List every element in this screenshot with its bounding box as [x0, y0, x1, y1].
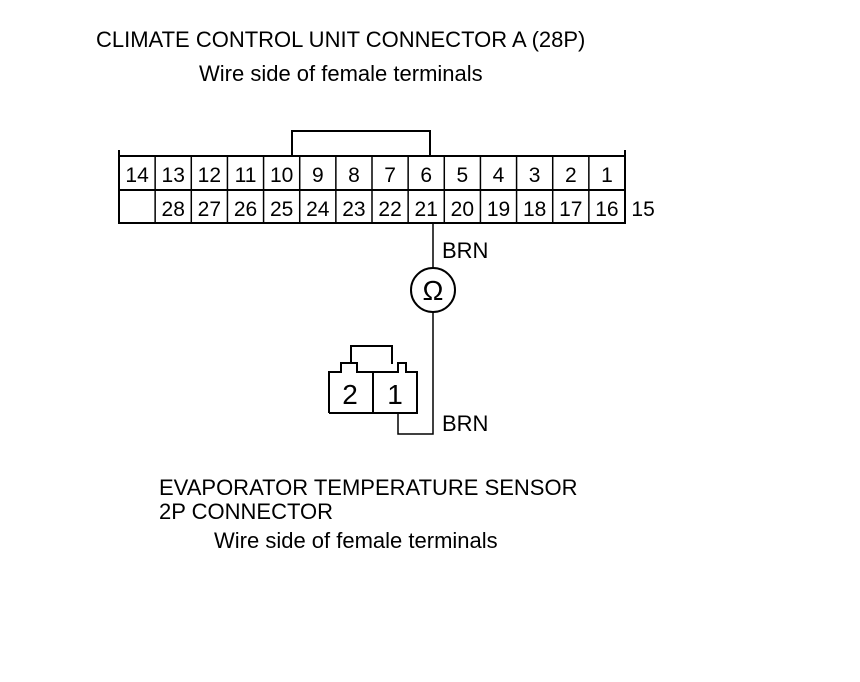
connector-a-pin-label: 7 [384, 164, 396, 187]
connector-a-pin-label: 26 [234, 198, 257, 221]
wire-lower-color-label: BRN [442, 411, 488, 436]
connector-a-pin-label: 24 [306, 198, 330, 221]
connector-a-pin-label: 9 [312, 164, 324, 187]
sensor-connector [328, 345, 418, 414]
connector-a-pin-label: 10 [270, 164, 293, 187]
connector-a-pin-label: 1 [601, 164, 613, 187]
connector-a-pin-label: 2 [565, 164, 577, 187]
connector-a-pin-label: 5 [457, 164, 469, 187]
sensor-connector-lock-tab [350, 345, 393, 364]
connector-a-pin-label: 13 [162, 164, 185, 187]
connector-a-pin-label: 18 [523, 198, 546, 221]
connector-a-lock-tab [291, 130, 431, 157]
connector-a-pin-label: 12 [198, 164, 221, 187]
connector-a-subtitle: Wire side of female terminals [199, 61, 483, 86]
connector-a-pin-label: 11 [235, 164, 257, 187]
connector-a-pin-label: 4 [493, 164, 505, 187]
connector-a-pin-label: 3 [529, 164, 541, 187]
connector-a-pin-cells [154, 156, 590, 223]
sensor-title-line2: 2P CONNECTOR [159, 499, 334, 524]
connector-a-pin-label: 25 [270, 198, 293, 221]
connector-a-pin-label: 8 [348, 164, 360, 187]
connector-a-pin-label: 16 [595, 198, 618, 221]
connector-a-pin-label: 15 [631, 198, 654, 221]
connector-a-pin-label: 20 [451, 198, 474, 221]
wire-lower [397, 312, 434, 435]
connector-a-pin-label: 17 [559, 198, 582, 221]
wire-upper-color-label: BRN [442, 238, 488, 263]
ohm-icon: Ω [423, 275, 444, 306]
connector-a-pin-label: 22 [378, 198, 401, 221]
sensor-pin-1-label: 1 [387, 379, 403, 410]
connector-a-pin-label: 14 [125, 164, 149, 187]
sensor-subtitle: Wire side of female terminals [214, 528, 498, 553]
connector-a-pin-label: 19 [487, 198, 510, 221]
connector-a-pin-label: 28 [162, 198, 185, 221]
sensor-title-line1: EVAPORATOR TEMPERATURE SENSOR [159, 475, 578, 500]
connector-a-pin-label: 21 [415, 198, 438, 221]
connector-a-pin-label: 23 [342, 198, 365, 221]
connector-a-pin-label: 6 [420, 164, 432, 187]
connector-a-title: CLIMATE CONTROL UNIT CONNECTOR A (28P) [96, 27, 586, 52]
sensor-pin-2-label: 2 [342, 379, 358, 410]
connector-a-pin-label: 27 [198, 198, 221, 221]
